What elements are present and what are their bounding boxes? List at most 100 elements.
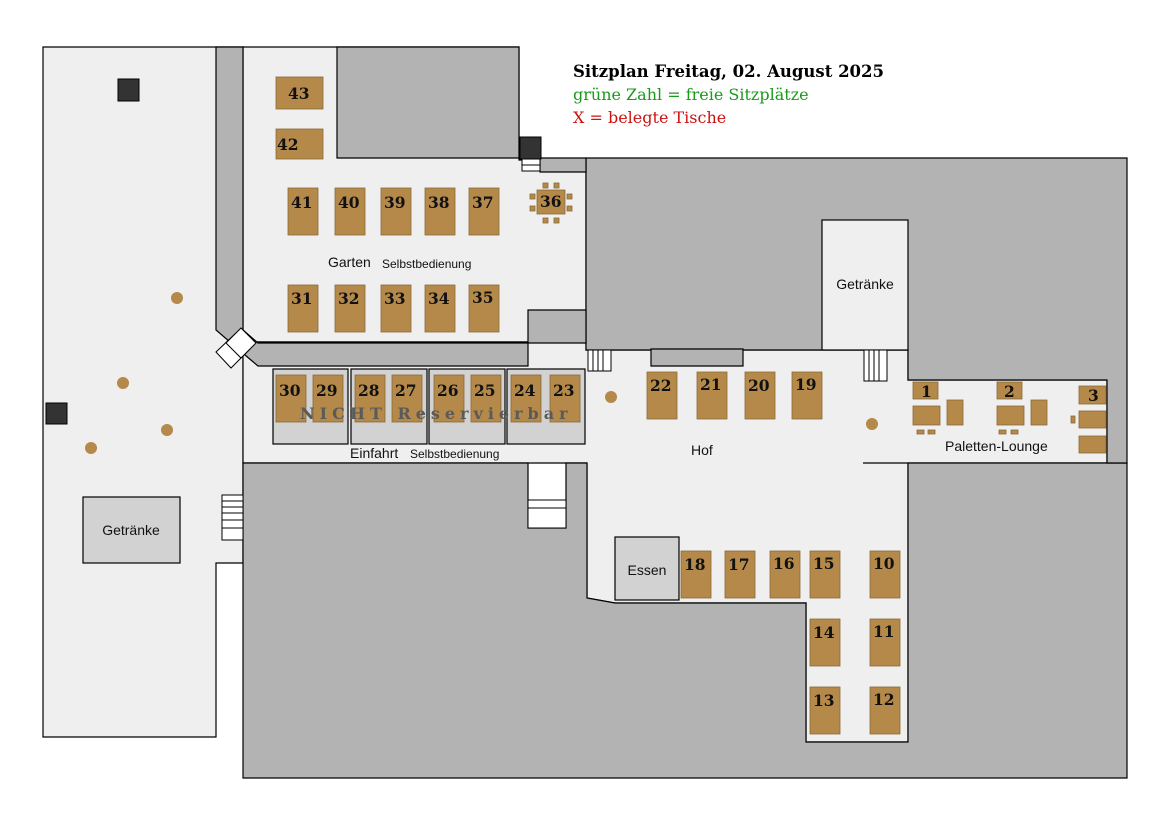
svg-text:24: 24 bbox=[514, 381, 536, 400]
table-21[interactable]: 21 bbox=[696, 371, 728, 420]
table-23[interactable]: 23 bbox=[549, 374, 581, 423]
pillar-top-mid bbox=[519, 136, 542, 160]
tree-dot bbox=[605, 391, 617, 403]
steps-left bbox=[221, 494, 244, 541]
svg-text:28: 28 bbox=[358, 381, 380, 400]
table-2[interactable]: 2 bbox=[996, 381, 1048, 435]
drinks-stall-left-label: Getränke bbox=[102, 522, 160, 538]
svg-text:30: 30 bbox=[279, 381, 301, 400]
table-11[interactable]: 11 bbox=[869, 618, 901, 667]
table-38[interactable]: 38 bbox=[424, 187, 456, 236]
tree-dot bbox=[161, 424, 173, 436]
table-28[interactable]: 28 bbox=[354, 374, 386, 423]
tree-dot bbox=[866, 418, 878, 430]
table-22[interactable]: 22 bbox=[646, 371, 678, 420]
table-43[interactable]: 43 bbox=[275, 76, 324, 110]
svg-text:42: 42 bbox=[277, 135, 299, 154]
table-35[interactable]: 35 bbox=[468, 284, 500, 333]
legend: Sitzplan Freitag, 02. August 2025 grüne … bbox=[573, 60, 884, 129]
table-10[interactable]: 10 bbox=[869, 550, 901, 599]
drinks-stall-right-label: Getränke bbox=[836, 276, 894, 292]
legend-free-note: grüne Zahl = freie Sitzplätze bbox=[573, 85, 809, 104]
table-3[interactable]: 3 bbox=[1070, 385, 1107, 454]
svg-text:25: 25 bbox=[474, 381, 496, 400]
table-26[interactable]: 26 bbox=[433, 374, 465, 423]
svg-text:15: 15 bbox=[813, 554, 835, 573]
tree-dot bbox=[117, 377, 129, 389]
food-stall bbox=[614, 536, 680, 601]
table-41[interactable]: 41 bbox=[287, 187, 319, 236]
garden-service-label: Selbstbedienung bbox=[382, 257, 471, 271]
tree-dot bbox=[171, 292, 183, 304]
svg-text:26: 26 bbox=[437, 381, 459, 400]
svg-text:10: 10 bbox=[873, 554, 895, 573]
table-32[interactable]: 32 bbox=[334, 284, 366, 333]
svg-text:3: 3 bbox=[1088, 386, 1099, 405]
svg-text:38: 38 bbox=[428, 193, 450, 212]
svg-text:34: 34 bbox=[428, 289, 450, 308]
table-33[interactable]: 33 bbox=[380, 284, 412, 333]
drinks-stall-right bbox=[821, 219, 909, 351]
svg-text:13: 13 bbox=[813, 691, 835, 710]
table-12[interactable]: 12 bbox=[869, 686, 901, 735]
table-27[interactable]: 27 bbox=[391, 374, 423, 423]
svg-text:40: 40 bbox=[338, 193, 360, 212]
table-37[interactable]: 37 bbox=[468, 187, 500, 236]
steps-top-mid bbox=[521, 158, 541, 172]
food-stall-label: Essen bbox=[628, 562, 667, 578]
svg-text:35: 35 bbox=[472, 288, 494, 307]
table-17[interactable]: 17 bbox=[724, 550, 756, 599]
table-25[interactable]: 25 bbox=[470, 374, 502, 423]
gate-diamond bbox=[215, 327, 257, 369]
svg-text:31: 31 bbox=[291, 289, 313, 308]
small-wall-north bbox=[539, 157, 587, 173]
table-1[interactable]: 1 bbox=[912, 381, 964, 435]
pillar-top-left bbox=[117, 78, 140, 102]
svg-text:29: 29 bbox=[316, 381, 338, 400]
table-19[interactable]: 19 bbox=[791, 371, 823, 420]
svg-text:19: 19 bbox=[795, 375, 817, 394]
table-31[interactable]: 31 bbox=[287, 284, 319, 333]
hof-label: Hof bbox=[691, 442, 713, 458]
table-36[interactable]: 36 bbox=[529, 182, 573, 224]
pillar-left bbox=[45, 402, 68, 425]
steps-hof-east bbox=[863, 349, 888, 382]
steps-hof-west bbox=[587, 349, 612, 372]
hof-north-bar bbox=[650, 348, 744, 367]
svg-text:17: 17 bbox=[728, 555, 750, 574]
svg-text:20: 20 bbox=[748, 376, 770, 395]
svg-text:18: 18 bbox=[684, 555, 706, 574]
svg-text:14: 14 bbox=[813, 623, 835, 642]
table-39[interactable]: 39 bbox=[380, 187, 412, 236]
einfahrt-service-label: Selbstbedienung bbox=[410, 447, 499, 461]
svg-text:36: 36 bbox=[540, 192, 562, 211]
steps-einfahrt bbox=[527, 499, 567, 529]
table-18[interactable]: 18 bbox=[680, 550, 712, 599]
table-14[interactable]: 14 bbox=[809, 618, 841, 667]
table-15[interactable]: 15 bbox=[809, 550, 841, 599]
upper-middle-building bbox=[336, 46, 520, 159]
svg-text:39: 39 bbox=[384, 193, 406, 212]
svg-text:2: 2 bbox=[1004, 382, 1015, 401]
svg-text:11: 11 bbox=[873, 622, 895, 641]
drinks-stall-left bbox=[82, 496, 181, 564]
table-34[interactable]: 34 bbox=[424, 284, 456, 333]
tree-dot bbox=[85, 442, 97, 454]
svg-text:16: 16 bbox=[773, 554, 795, 573]
svg-text:21: 21 bbox=[700, 375, 722, 394]
table-16[interactable]: 16 bbox=[769, 550, 801, 599]
table-13[interactable]: 13 bbox=[809, 686, 841, 735]
table-24[interactable]: 24 bbox=[510, 374, 542, 423]
garden-label: Garten bbox=[328, 254, 371, 270]
table-20[interactable]: 20 bbox=[744, 371, 776, 420]
einfahrt-label: Einfahrt bbox=[350, 445, 398, 461]
svg-text:43: 43 bbox=[288, 84, 310, 103]
table-42[interactable]: 42 bbox=[275, 128, 324, 160]
svg-text:12: 12 bbox=[873, 690, 895, 709]
table-30[interactable]: 30 bbox=[275, 374, 307, 423]
paletten-lounge-label: Paletten-Lounge bbox=[945, 438, 1048, 454]
table-40[interactable]: 40 bbox=[334, 187, 366, 236]
table-29[interactable]: 29 bbox=[312, 374, 344, 423]
svg-text:37: 37 bbox=[472, 193, 494, 212]
